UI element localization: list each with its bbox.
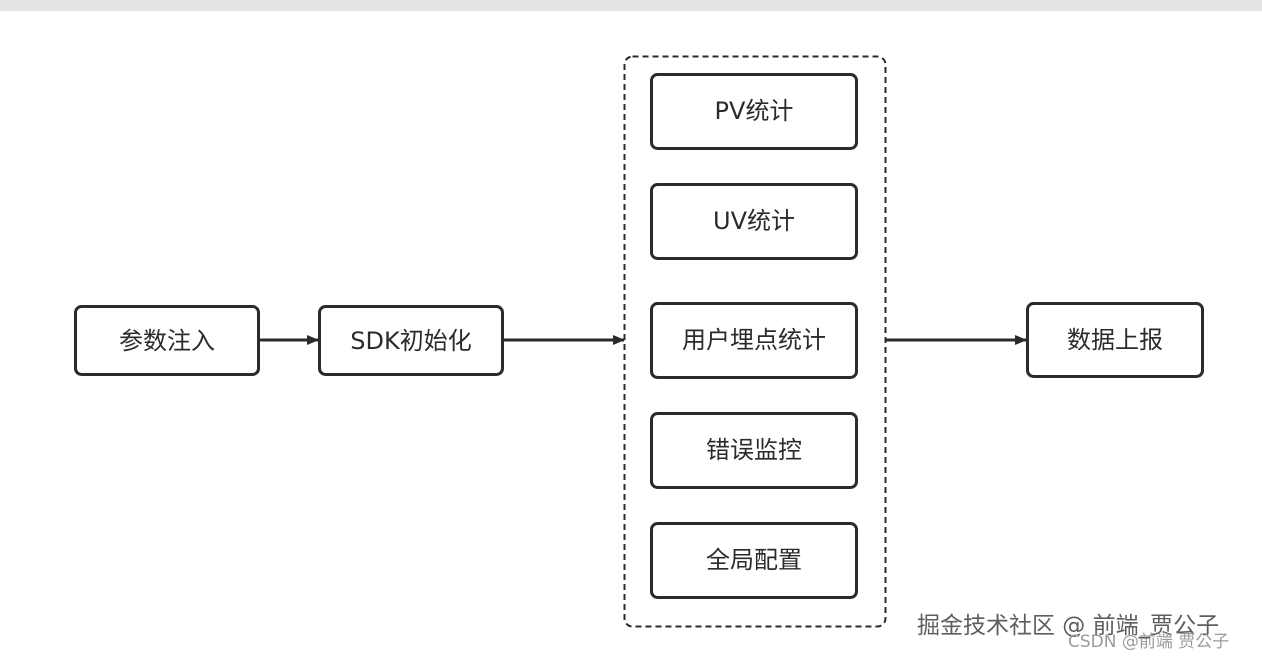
- node-data-reporting-label: 数据上报: [1067, 326, 1163, 354]
- csdn-watermark: CSDN @前端 贾公子: [1068, 632, 1230, 652]
- node-pv-stats: PV统计: [650, 73, 858, 150]
- node-param-injection: 参数注入: [74, 305, 260, 376]
- top-bar: [0, 0, 1262, 11]
- node-pv-stats-label: PV统计: [715, 97, 794, 125]
- node-data-reporting: 数据上报: [1026, 302, 1204, 378]
- node-error-monitoring-label: 错误监控: [706, 436, 802, 464]
- node-param-injection-label: 参数注入: [119, 327, 215, 355]
- node-global-config-label: 全局配置: [706, 546, 802, 574]
- node-global-config: 全局配置: [650, 522, 858, 599]
- node-sdk-init-label: SDK初始化: [350, 327, 471, 355]
- node-uv-stats: UV统计: [650, 183, 858, 260]
- node-error-monitoring: 错误监控: [650, 412, 858, 489]
- juejin-watermark: 掘金技术社区 @ 前端_贾公子: [917, 613, 1220, 639]
- node-uv-stats-label: UV统计: [713, 207, 795, 235]
- node-sdk-init: SDK初始化: [318, 305, 504, 376]
- node-user-tracking-label: 用户埋点统计: [682, 326, 826, 354]
- module-group-dashed-frame: [623, 55, 887, 628]
- node-user-tracking: 用户埋点统计: [650, 302, 858, 379]
